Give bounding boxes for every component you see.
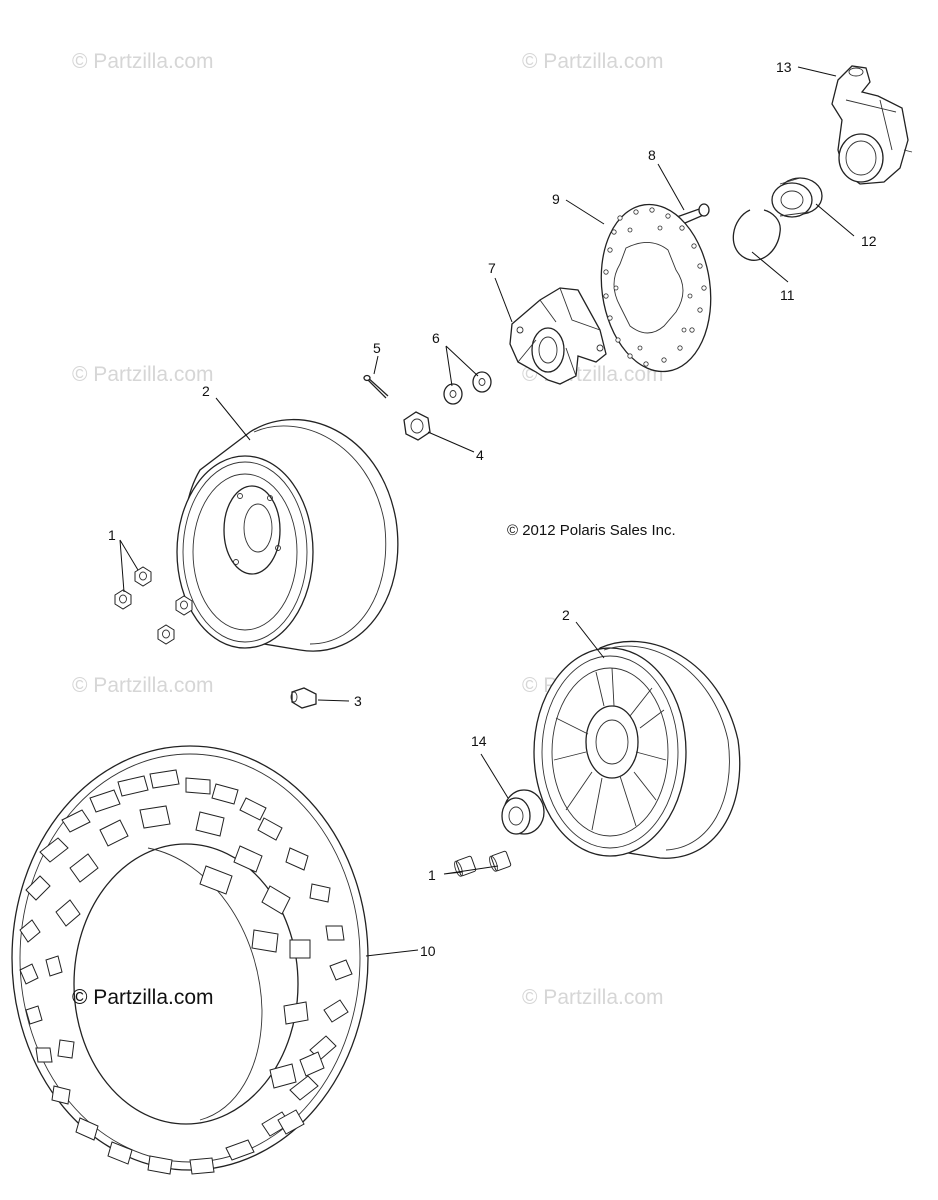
callout-6: 6	[432, 330, 440, 346]
callout-11: 11	[780, 287, 795, 303]
callout-9: 9	[552, 191, 560, 207]
part-1-lug-nuts	[114, 566, 193, 645]
part-5-cotter-pin	[363, 374, 389, 399]
watermark-dark: © Partzilla.com	[72, 986, 214, 1009]
copyright-text: © 2012 Polaris Sales Inc.	[507, 522, 676, 539]
callout-2-steel: 2	[202, 383, 210, 399]
part-12-bearing	[771, 177, 823, 218]
callout-1-steel: 1	[108, 527, 116, 543]
part-11-snap-ring	[732, 209, 781, 261]
callout-12: 12	[861, 233, 877, 249]
callout-7: 7	[488, 260, 496, 276]
watermark: © Partzilla.com	[72, 674, 214, 697]
part-6-washers	[443, 371, 492, 405]
part-2-steel-wheel	[176, 418, 399, 652]
callout-1-alloy: 1	[428, 867, 436, 883]
part-7-hub	[509, 287, 607, 385]
part-9-brake-disc	[600, 203, 712, 373]
part-10-tire	[11, 745, 369, 1175]
callout-2-alloy: 2	[562, 607, 570, 623]
part-13-knuckle	[831, 65, 913, 185]
callout-3: 3	[354, 693, 362, 709]
watermark: © Partzilla.com	[522, 50, 664, 73]
callout-8: 8	[648, 147, 656, 163]
callout-4: 4	[476, 447, 484, 463]
watermark: © Partzilla.com	[522, 986, 664, 1009]
callout-10: 10	[420, 943, 436, 959]
part-1-alloy-lug-nuts	[454, 850, 512, 877]
watermark: © Partzilla.com	[72, 363, 214, 386]
part-3-valve-stem	[290, 687, 317, 709]
part-4-castle-nut	[403, 411, 431, 441]
watermark: © Partzilla.com	[72, 50, 214, 73]
leader-lines	[119, 66, 855, 957]
callout-5: 5	[373, 340, 381, 356]
callout-14: 14	[471, 733, 487, 749]
part-14-center-cap	[501, 789, 545, 835]
part-2-alloy-wheel	[533, 640, 741, 859]
callout-13: 13	[776, 59, 792, 75]
